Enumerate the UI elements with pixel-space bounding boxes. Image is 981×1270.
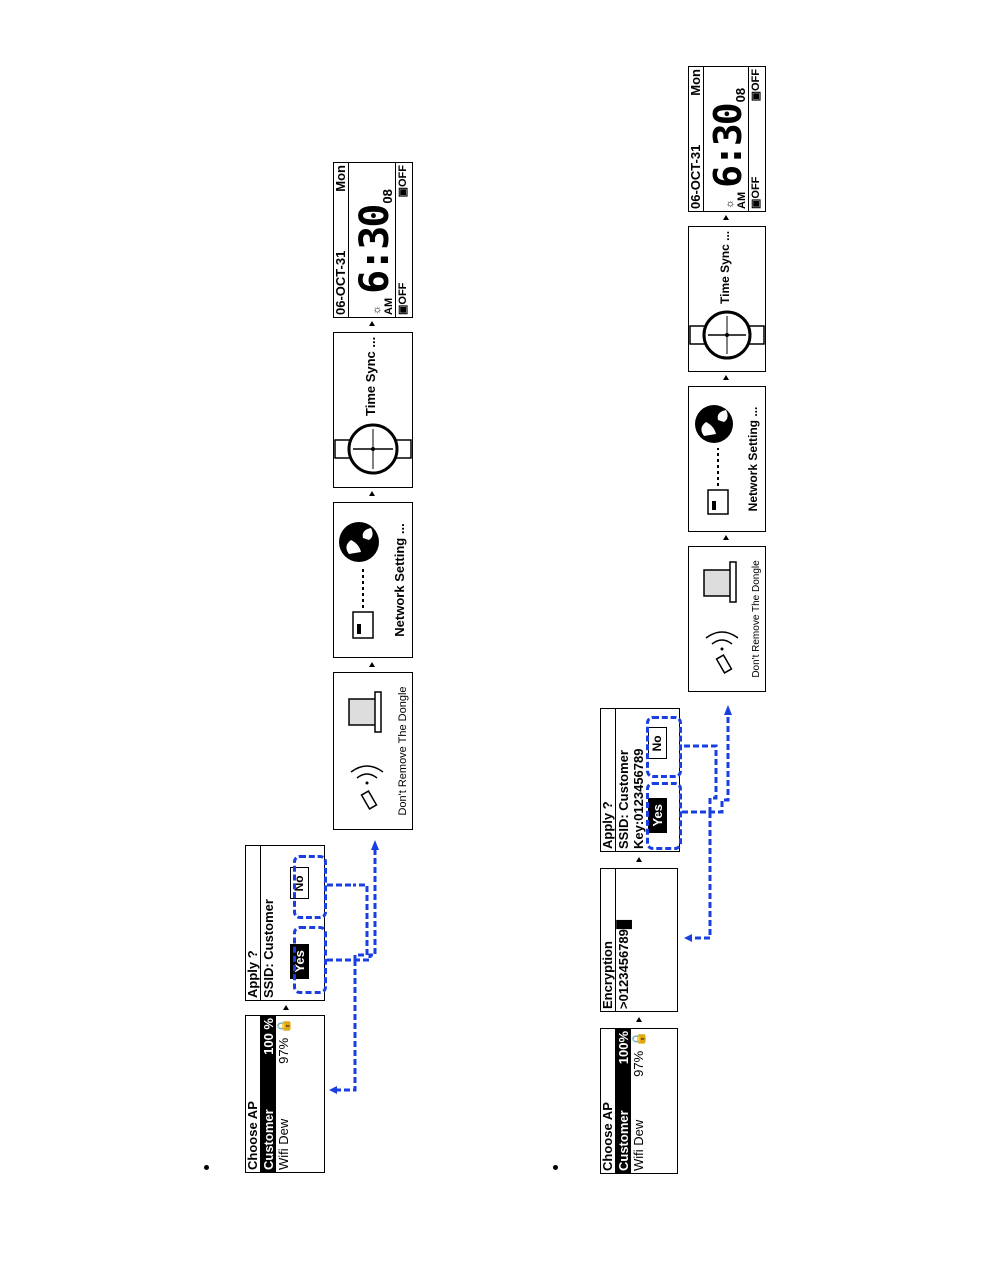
no-highlight	[293, 855, 327, 919]
yes-highlight	[646, 782, 682, 850]
alarm-icon: ▣	[397, 187, 409, 198]
watch-icon	[689, 310, 765, 360]
apply-screen-1: Apply ? SSID: Customer Yes No	[245, 845, 325, 1001]
dongle-icon	[703, 561, 739, 674]
alarm2-status: ▣OFF	[750, 69, 762, 102]
network-caption: Network Setting ...	[392, 523, 407, 637]
arrow-icon	[723, 215, 729, 220]
network-screen-1: Network Setting ...	[333, 502, 413, 658]
flow2-connectors	[682, 705, 732, 942]
network-caption: Network Setting ...	[746, 406, 760, 512]
arrow-icon	[369, 662, 375, 667]
network-icon	[695, 405, 733, 515]
timesync-screen-2: Time Sync ...	[688, 226, 766, 372]
apply-title: Apply ?	[246, 846, 261, 1000]
dongle-screen-2: Don't Remove The Dongle	[688, 546, 766, 692]
arrow-icon	[636, 857, 642, 862]
lock-icon: 🔒	[631, 1031, 646, 1048]
timesync-screen-1: Time Sync ...	[333, 332, 413, 488]
apply-title: Apply ?	[601, 709, 616, 851]
timesync-caption: Time Sync ...	[363, 336, 378, 416]
clock-ampm: AM	[383, 297, 395, 315]
bullet-1	[204, 1165, 209, 1170]
no-highlight	[646, 716, 682, 778]
dongle-caption: Don't Remove The Dongle	[397, 686, 409, 816]
alarm-icon: ▣	[397, 304, 409, 315]
sun-icon: ☼	[371, 304, 383, 315]
clock-date: 06-OCT-31	[333, 250, 348, 315]
apply-ssid: SSID: Customer	[261, 899, 276, 998]
network-icon	[339, 522, 379, 639]
dongle-screen-1: Don't Remove The Dongle	[333, 672, 413, 830]
sun-icon: ☼	[724, 198, 736, 209]
clock-day: Mon	[688, 69, 703, 96]
arrow-icon	[369, 321, 375, 326]
arrow-icon	[636, 1017, 642, 1022]
dongle-icon	[348, 691, 384, 810]
clock-seconds: 08	[380, 189, 395, 204]
alarm2-status: ▣OFF	[397, 165, 409, 198]
apply-screen-2: Apply ? SSID: Customer Key:0123456789 Ye…	[600, 708, 680, 852]
lock-icon: 🔒	[276, 1018, 291, 1035]
arrow-icon	[283, 1005, 289, 1010]
choose-ap-title: Choose AP	[246, 1016, 261, 1172]
network-screen-2: Network Setting ...	[688, 386, 766, 532]
flow1-connectors	[327, 840, 379, 1094]
timesync-caption: Time Sync ...	[718, 230, 732, 304]
encryption-title: Encryption	[601, 869, 616, 1011]
arrow-icon	[369, 491, 375, 496]
clock-screen-1: 06-OCT-31 Mon ☼ AM 6:30 08 ▣OFF ▣OFF	[333, 162, 413, 318]
clock-screen-2: 06-OCT-31 Mon ☼ AM 6:30 08 ▣OFF ▣OFF	[688, 66, 766, 212]
cursor-icon: █	[616, 919, 631, 930]
choose-ap-title: Choose AP	[601, 1029, 616, 1173]
clock-date: 06-OCT-31	[688, 144, 703, 209]
clock-seconds: 08	[733, 87, 748, 103]
clock-time: 6:30	[352, 205, 398, 294]
alarm-icon: ▣	[750, 198, 762, 209]
yes-highlight	[293, 926, 327, 994]
dongle-caption: Don't Remove The Dongle	[751, 560, 762, 678]
arrow-icon	[723, 535, 729, 540]
watch-icon	[334, 423, 412, 475]
arrow-icon	[723, 375, 729, 380]
clock-ampm: AM	[736, 191, 748, 209]
bullet-2	[553, 1165, 558, 1170]
encryption-screen: Encryption >0123456789█	[600, 868, 678, 1012]
encryption-key-input[interactable]: >0123456789	[616, 929, 631, 1009]
alarm-icon: ▣	[750, 91, 762, 102]
clock-day: Mon	[333, 165, 348, 192]
alarm1-status: ▣OFF	[397, 282, 409, 315]
apply-key: Key:0123456789	[631, 748, 646, 849]
alarm1-status: ▣OFF	[750, 176, 762, 209]
apply-ssid: SSID: Customer	[616, 750, 631, 849]
clock-time: 6:30	[706, 104, 750, 188]
